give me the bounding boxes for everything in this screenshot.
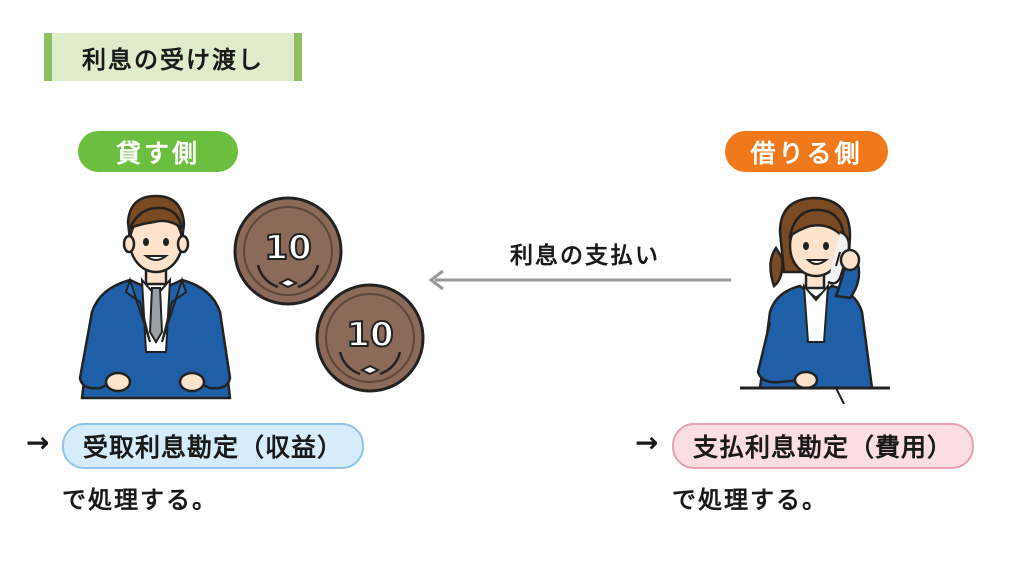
borrower-label-text: 借りる側 bbox=[750, 138, 863, 168]
page-title: 利息の受け渡し bbox=[44, 33, 302, 81]
lender-note: で処理する。 bbox=[62, 486, 218, 514]
businesswoman-illustration bbox=[740, 196, 890, 404]
coin-icon: 10 bbox=[233, 196, 343, 306]
coin-value: 10 bbox=[264, 228, 311, 268]
coin-value: 10 bbox=[346, 315, 393, 355]
income-account-box: 受取利息勘定（収益） bbox=[62, 423, 364, 469]
borrower-arrow-icon: → bbox=[635, 426, 659, 459]
interest-payment-text: 利息の支払い bbox=[510, 243, 660, 269]
borrower-note: で処理する。 bbox=[672, 486, 828, 514]
income-account-text: 受取利息勘定（収益） bbox=[82, 433, 343, 462]
lender-label: 貸す側 bbox=[78, 131, 238, 172]
lender-label-text: 貸す側 bbox=[115, 138, 200, 168]
expense-account-box: 支払利息勘定（費用） bbox=[672, 423, 974, 469]
interest-payment-label: 利息の支払い bbox=[470, 236, 700, 270]
lender-arrow-icon: → bbox=[26, 426, 50, 459]
borrower-label: 借りる側 bbox=[725, 131, 888, 172]
payment-arrow-icon bbox=[428, 269, 731, 291]
expense-account-text: 支払利息勘定（費用） bbox=[692, 433, 953, 462]
businessman-illustration bbox=[78, 194, 232, 400]
coin-icon: 10 bbox=[315, 283, 425, 393]
page-title-text: 利息の受け渡し bbox=[82, 45, 264, 74]
